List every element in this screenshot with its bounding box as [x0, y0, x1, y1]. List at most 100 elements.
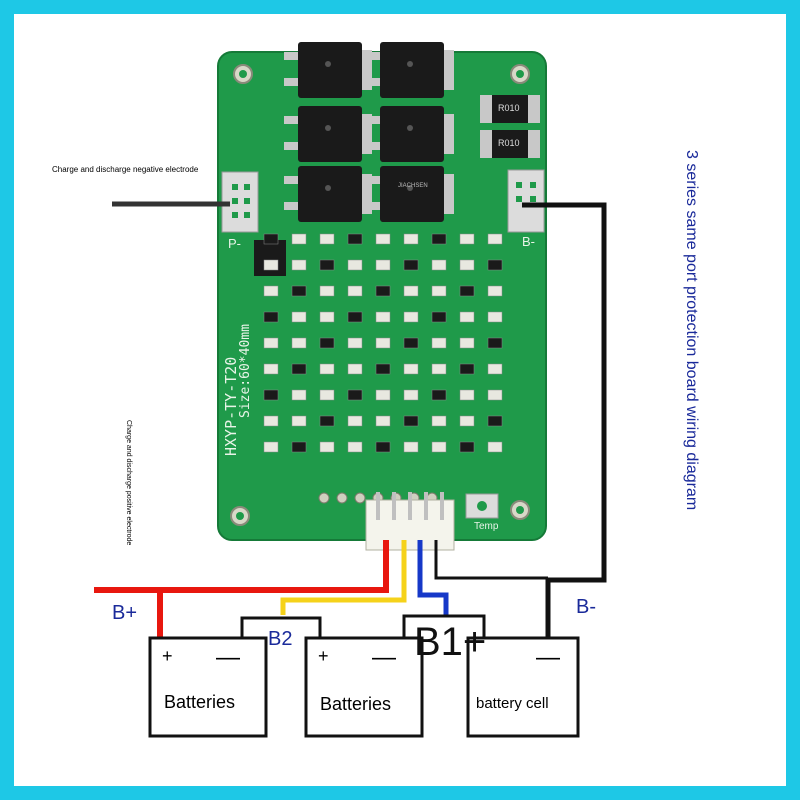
smd-part — [263, 415, 279, 427]
smd-part — [263, 337, 279, 349]
wire-b-minus-main — [522, 202, 607, 640]
smd-part — [291, 259, 307, 271]
smd-part — [319, 337, 335, 349]
smd-part — [375, 259, 391, 271]
smd-part — [403, 311, 419, 323]
mosfet-3 — [284, 106, 372, 162]
smd-part — [291, 337, 307, 349]
smd-part — [347, 285, 363, 297]
smd-part — [459, 363, 475, 375]
smd-part — [347, 259, 363, 271]
smd-part — [375, 415, 391, 427]
smd-part — [459, 233, 475, 245]
smd-part — [347, 337, 363, 349]
smd-part — [459, 415, 475, 427]
smd-part — [347, 363, 363, 375]
bat2-plus: + — [318, 646, 329, 666]
smd-part — [263, 441, 279, 453]
smd-part — [347, 233, 363, 245]
smd-part — [487, 311, 503, 323]
smd-part — [375, 285, 391, 297]
board-size: Size:60*40mm — [238, 324, 253, 418]
shunt-label-2: R010 — [498, 138, 520, 148]
b-minus-label: B- — [576, 596, 596, 618]
smd-part — [375, 337, 391, 349]
balance-connector — [365, 492, 455, 551]
link-bat1-bat2 — [240, 616, 322, 640]
shunt-resistors — [480, 95, 540, 158]
smd-part — [319, 441, 335, 453]
pcb-b-minus-label: B- — [522, 234, 535, 249]
mosfet-2 — [366, 42, 454, 98]
smd-part — [431, 311, 447, 323]
smd-part — [487, 285, 503, 297]
temp-label: Temp — [474, 521, 499, 532]
smd-part — [459, 389, 475, 401]
bat1-minus: — — [216, 644, 240, 671]
smd-part — [291, 311, 307, 323]
smd-part — [319, 415, 335, 427]
smd-part — [347, 311, 363, 323]
battery-2 — [304, 636, 424, 738]
smd-part — [459, 285, 475, 297]
smd-part — [375, 441, 391, 453]
smd-part — [263, 285, 279, 297]
smd-part — [431, 285, 447, 297]
mosfet-array — [284, 42, 454, 222]
smd-part — [487, 389, 503, 401]
smd-part — [375, 233, 391, 245]
smd-part — [263, 233, 279, 245]
bat3-minus: — — [536, 644, 560, 671]
bat1-plus: + — [162, 646, 173, 666]
smd-part — [319, 259, 335, 271]
link-bat2-bat3 — [402, 614, 486, 640]
smd-part — [403, 337, 419, 349]
smd-part — [487, 337, 503, 349]
smd-part — [487, 363, 503, 375]
pad-b-minus — [507, 169, 545, 233]
smd-part — [459, 311, 475, 323]
wire-b-plus — [94, 540, 389, 593]
smd-part — [403, 415, 419, 427]
smd-part — [403, 389, 419, 401]
smd-part — [403, 233, 419, 245]
smd-part — [375, 311, 391, 323]
mosfet-4 — [366, 106, 454, 162]
b-plus-label: B+ — [112, 602, 138, 624]
wire-balance-last — [434, 540, 548, 580]
bat2-minus: — — [372, 644, 396, 671]
smd-part — [291, 363, 307, 375]
smd-part — [375, 363, 391, 375]
smd-part — [431, 233, 447, 245]
smd-part — [319, 363, 335, 375]
smd-part — [263, 363, 279, 375]
bat1-name: Batteries — [164, 692, 236, 712]
smd-part — [431, 363, 447, 375]
ic-chip — [254, 240, 286, 276]
smd-part — [431, 259, 447, 271]
smd-part — [319, 233, 335, 245]
smd-part — [291, 415, 307, 427]
mosfet-1 — [284, 42, 372, 98]
smd-part — [319, 389, 335, 401]
shunt-label-1: R010 — [498, 103, 520, 113]
b2-label: B2 — [268, 628, 293, 650]
smd-part — [431, 389, 447, 401]
bat3-name: battery cell — [476, 695, 549, 712]
battery-3 — [466, 636, 580, 738]
smd-part — [291, 389, 307, 401]
smd-part — [375, 389, 391, 401]
smd-part — [403, 441, 419, 453]
smd-part — [431, 441, 447, 453]
smd-part — [431, 415, 447, 427]
bat2-name: Batteries — [320, 694, 392, 714]
smd-components — [263, 233, 503, 453]
mosfet-6 — [366, 166, 454, 222]
smd-part — [487, 259, 503, 271]
smd-part — [459, 441, 475, 453]
diagram-title: 3 series same port protection board wiri… — [683, 150, 700, 511]
battery-1 — [148, 636, 268, 738]
smd-part — [291, 441, 307, 453]
smd-part — [263, 259, 279, 271]
smd-part — [291, 233, 307, 245]
